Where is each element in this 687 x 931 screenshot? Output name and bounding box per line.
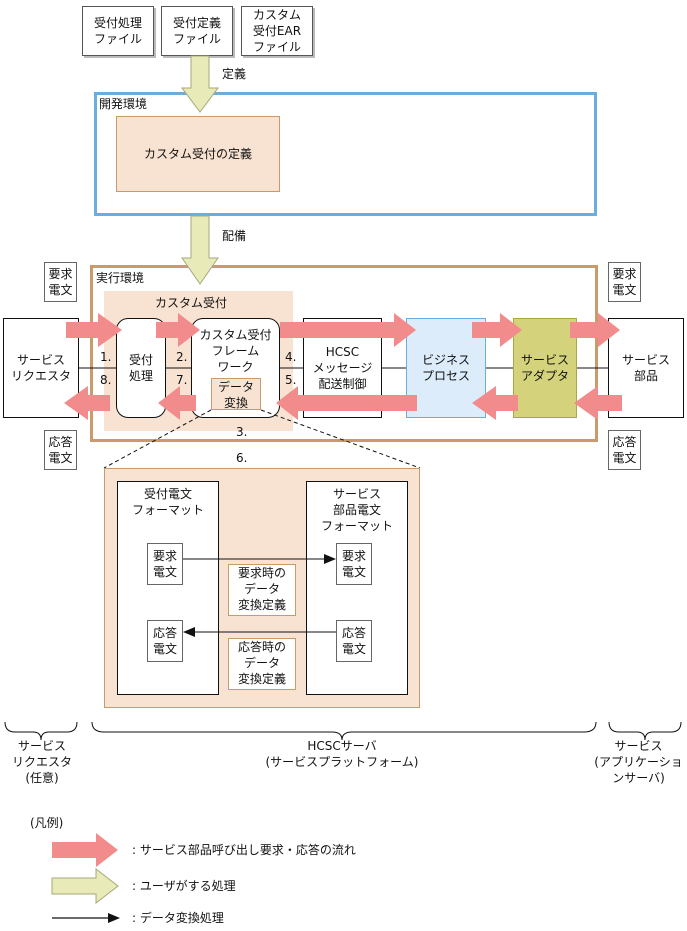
runtime-environment [90, 265, 598, 442]
node-label: ビジネス プロセス [421, 353, 470, 383]
legend-flow-arrow [52, 833, 118, 867]
node-label: 受付 処理 [128, 353, 153, 383]
define-arrow [181, 55, 219, 113]
component-format-title: サービス 部品電文 フォーマット [320, 487, 393, 533]
brace-label-hcsc: HCSCサーバ (サービスプラットフォーム) [265, 739, 419, 769]
runtime-environment-title: 実行環境 [96, 271, 145, 285]
response-doc-detail-left: 応答 電文 [147, 620, 183, 662]
custom-reception-title: カスタム受付 [155, 296, 228, 310]
request-conversion-definition: 要求時の データ 変換定義 [228, 564, 296, 616]
reception-format-title: 受付電文 フォーマット [131, 487, 204, 517]
brace-left [4, 721, 78, 741]
brace-label-requester: サービス リクエスタ (任意) [11, 739, 72, 785]
step-3: 3. [236, 425, 248, 439]
node-label: サービス アダプタ [520, 353, 569, 383]
response-doc-left: 応答 電文 [44, 430, 77, 470]
file-label: カスタム 受付EAR ファイル [252, 8, 302, 54]
node-label: カスタム受付 フレーム ワーク [199, 328, 272, 374]
flow-arrow-request [472, 313, 522, 347]
flow-arrow-response [158, 386, 196, 420]
flow-arrow-request [570, 313, 620, 347]
flow-arrow-response [574, 386, 622, 420]
dev-environment [94, 92, 597, 216]
step-5: 5. [285, 373, 297, 387]
response-conversion-arrowhead [183, 627, 195, 637]
request-doc-detail-right: 要求 電文 [336, 543, 372, 585]
node-label: HCSC メッセージ 配送制御 [312, 345, 373, 391]
service-requester: サービス リクエスタ [3, 318, 79, 418]
file-label: 受付処理 ファイル [93, 16, 142, 46]
response-conversion-definition: 応答時の データ 変換定義 [228, 638, 296, 690]
step-6: 6. [236, 451, 248, 465]
legend-title: (凡例) [30, 816, 64, 830]
brace-label-service: サービス (アプリケーショ ンサーバ) [594, 739, 683, 785]
request-conversion-arrowhead [324, 554, 336, 564]
data-conversion: データ 変換 [211, 378, 261, 410]
service-adapter: サービス アダプタ [513, 318, 577, 418]
legend-conversion-arrowhead [108, 913, 120, 923]
custom-reception-ear-file: カスタム 受付EAR ファイル [241, 6, 313, 56]
legend-user-arrow [51, 867, 119, 905]
step-8: 8. [100, 373, 112, 387]
custom-reception-definition: カスタム受付の定義 [116, 116, 280, 192]
flow-arrow-response [64, 386, 110, 420]
node-label: データ 変換 [217, 380, 254, 410]
flow-arrow-response [276, 386, 417, 420]
step-7: 7. [176, 373, 188, 387]
response-doc-detail-right: 応答 電文 [336, 620, 372, 662]
definition-label: カスタム受付の定義 [143, 147, 252, 161]
dev-environment-title: 開発環境 [99, 97, 148, 111]
request-doc-left: 要求 電文 [44, 262, 77, 302]
file-label: 受付定義 ファイル [172, 16, 221, 46]
request-doc-detail-left: 要求 電文 [147, 543, 183, 585]
flow-arrow-request [66, 313, 122, 347]
flow-arrow-response [472, 386, 518, 420]
expansion-line-right [260, 409, 421, 469]
reception-process-file: 受付処理 ファイル [82, 6, 154, 56]
brace-middle [91, 721, 597, 741]
define-label: 定義 [222, 67, 247, 81]
step-4: 4. [285, 350, 297, 364]
deploy-label: 配備 [222, 229, 247, 243]
step-1: 1. [100, 350, 112, 364]
request-doc-right: 要求 電文 [608, 262, 641, 302]
expansion-line-left [103, 409, 212, 469]
flow-arrow-request [280, 313, 416, 347]
node-label: サービス 部品 [621, 353, 670, 383]
deploy-arrow [181, 215, 219, 285]
reception-definition-file: 受付定義 ファイル [161, 6, 233, 56]
step-2: 2. [176, 350, 188, 364]
brace-right [608, 721, 682, 741]
custom-reception-framework: カスタム受付 フレーム ワーク [191, 318, 280, 418]
node-label: サービス リクエスタ [10, 353, 71, 383]
legend-conversion-label: : データ変換処理 [132, 911, 224, 925]
flow-arrow-request [156, 313, 200, 347]
legend-flow-label: : サービス部品呼び出し要求・応答の流れ [132, 843, 356, 857]
response-doc-right: 応答 電文 [608, 430, 641, 470]
legend-user-label: : ユーザがする処理 [132, 879, 236, 893]
